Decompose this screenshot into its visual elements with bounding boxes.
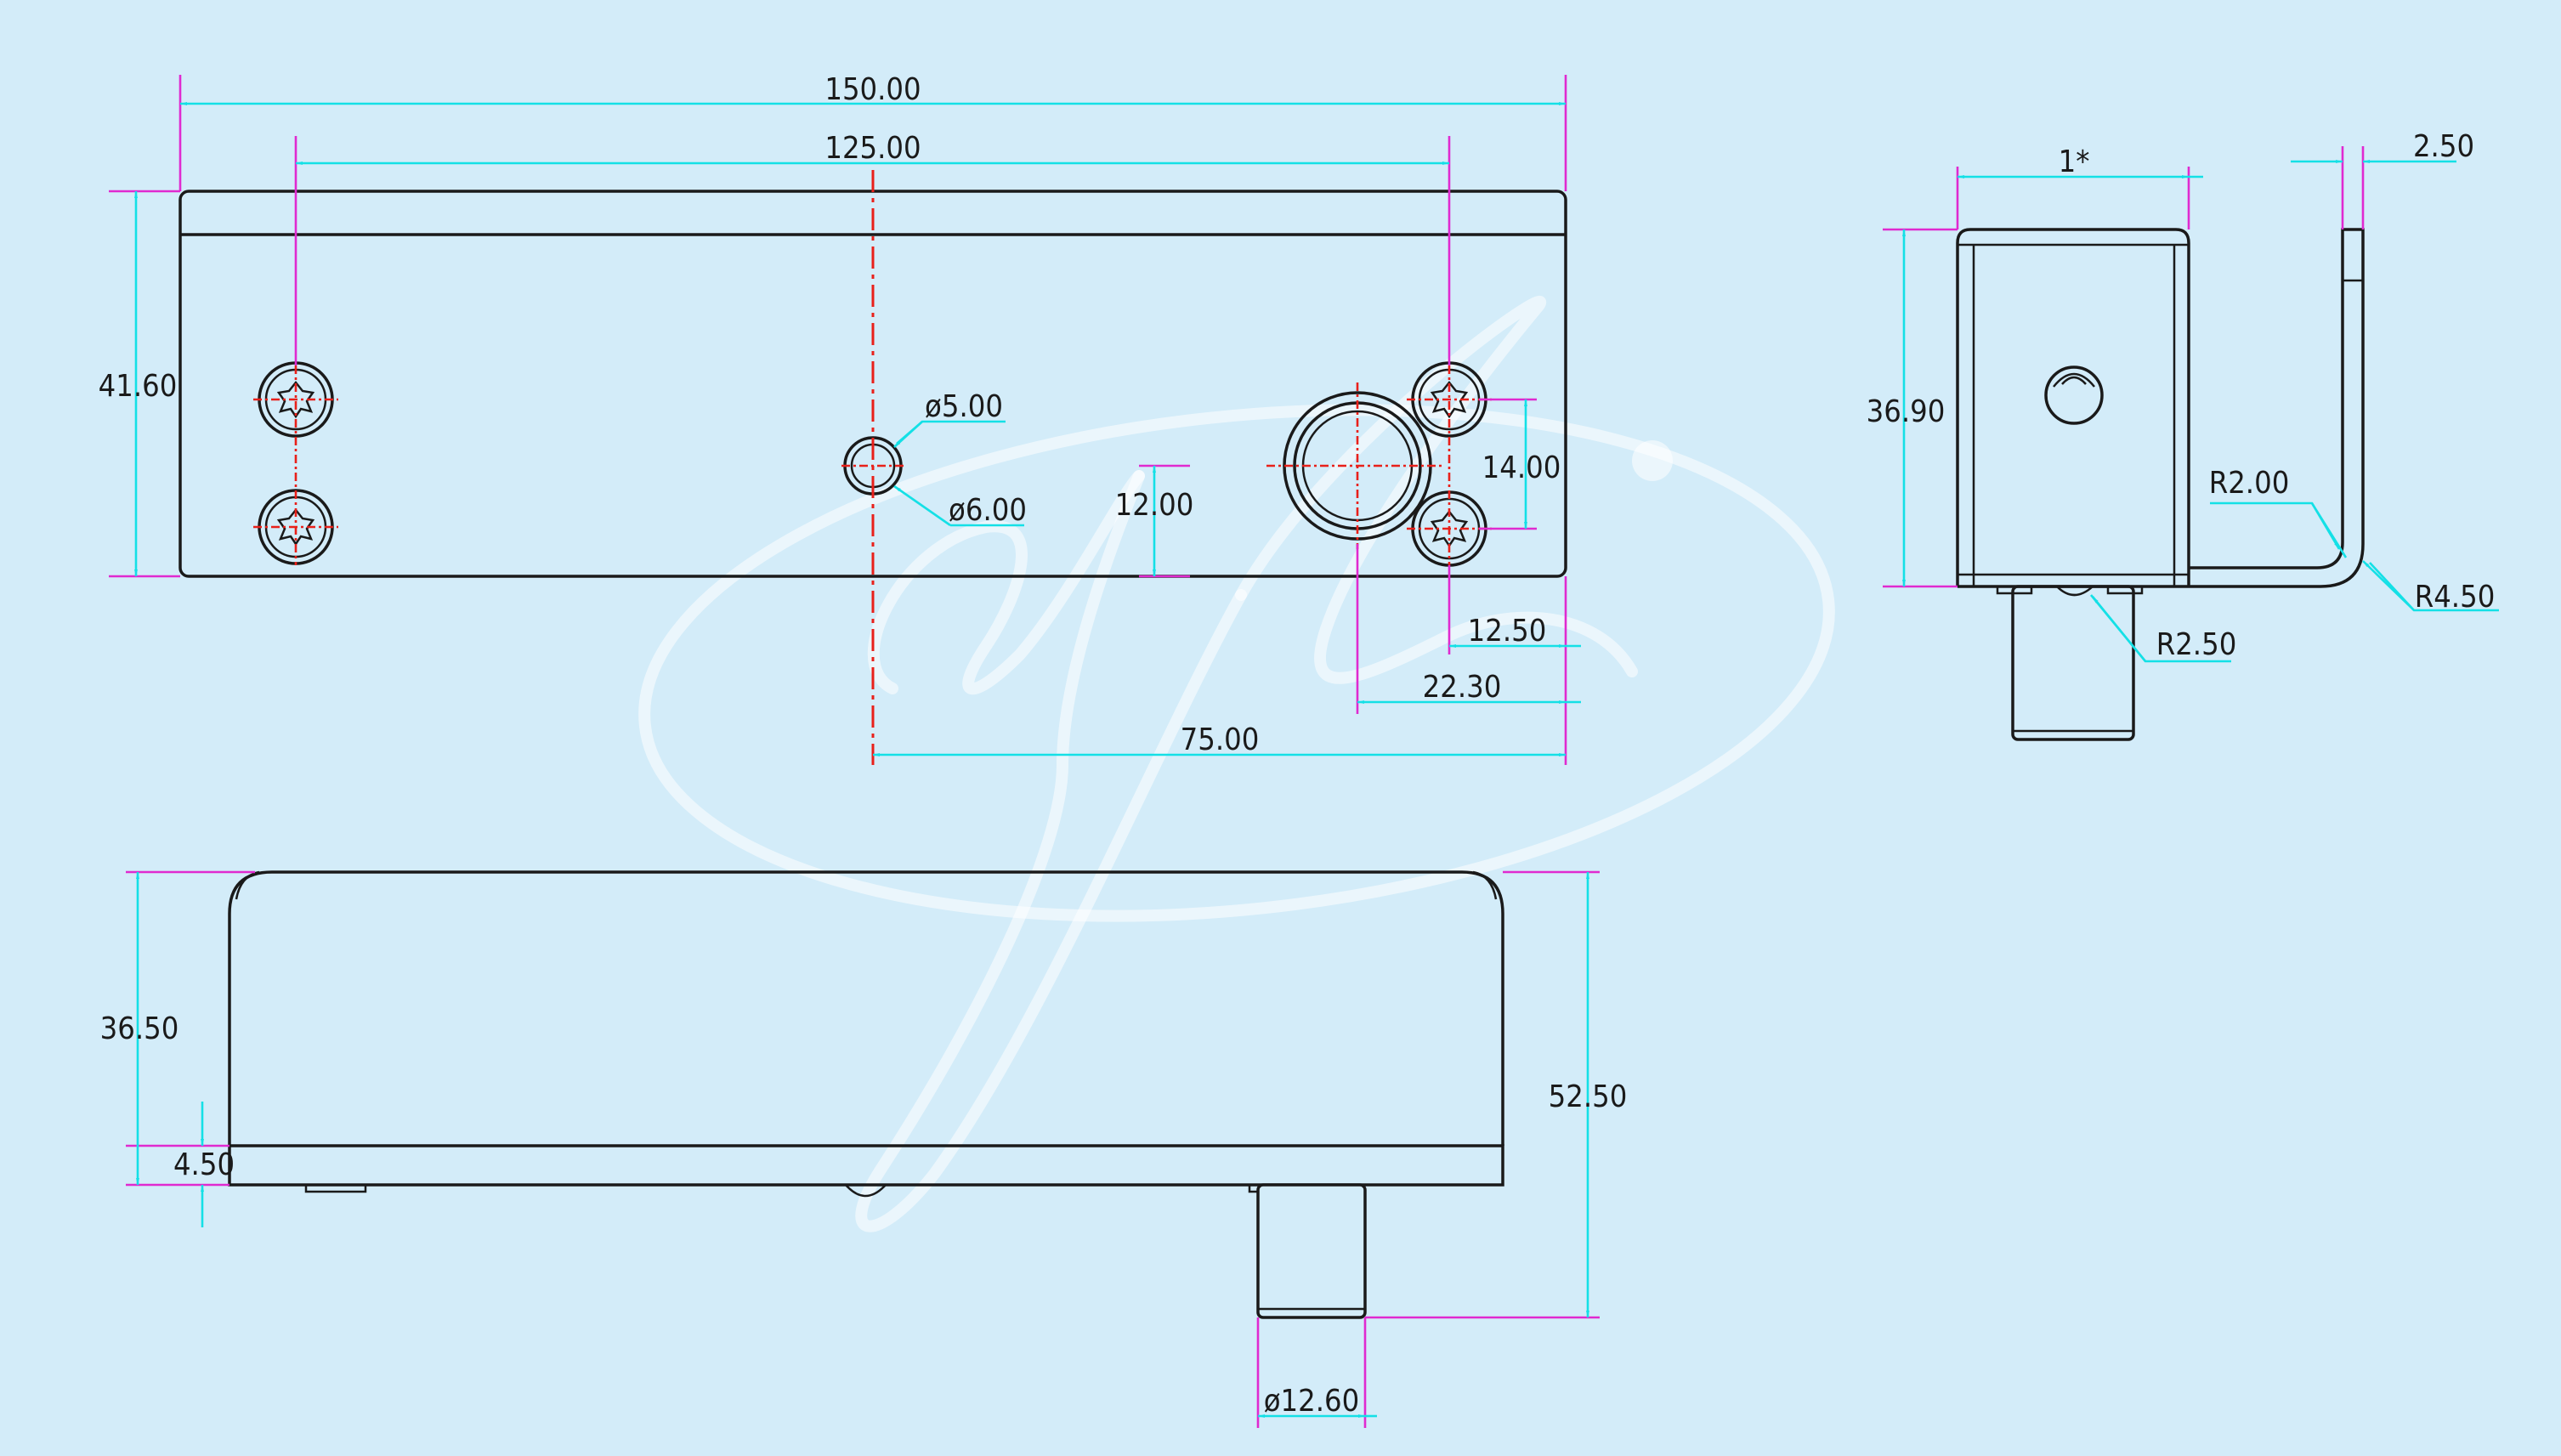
dim-front-total-height: 52.50: [1549, 1079, 1628, 1114]
dim-hole-counterbore-dia: ø6.00: [949, 493, 1027, 528]
watermark-logo: [638, 295, 1835, 1232]
dim-hole-offset: 12.00: [1115, 488, 1194, 523]
dim-radius-inner: R2.00: [2209, 466, 2290, 501]
dim-boss-edge-offset: 22.30: [1423, 670, 1502, 705]
dim-shaft-dia: ø12.60: [1264, 1384, 1360, 1419]
dim-side-height: 36.90: [1867, 394, 1946, 429]
dim-base-thickness: 4.50: [173, 1147, 235, 1182]
dim-screw-spacing: 14.00: [1482, 450, 1561, 485]
side-view: 1* 2.50 36.90 R2.00 R4.50 R2.50: [1867, 129, 2499, 741]
dim-plate-thickness: 2.50: [2413, 129, 2474, 164]
dim-top-height: 41.60: [99, 369, 178, 404]
front-view: 36.50 4.50 52.50 ø12.60: [100, 870, 1628, 1428]
dim-radius-outer: R4.50: [2415, 580, 2496, 615]
dim-hole-spacing: 125.00: [824, 131, 921, 166]
dim-radius-shaft: R2.50: [2156, 627, 2237, 662]
dim-screw-edge-offset: 12.50: [1468, 614, 1547, 649]
dim-hole-small-dia: ø5.00: [925, 389, 1003, 424]
top-view: 150.00 125.00 41.60 ø5.00 ø6.00 12.00 14…: [99, 72, 1581, 765]
dim-half-length: 75.00: [1181, 722, 1260, 757]
dim-front-body-height: 36.50: [100, 1011, 179, 1046]
dim-overall-length: 150.00: [824, 72, 921, 107]
dim-side-width: 1*: [2059, 144, 2090, 179]
